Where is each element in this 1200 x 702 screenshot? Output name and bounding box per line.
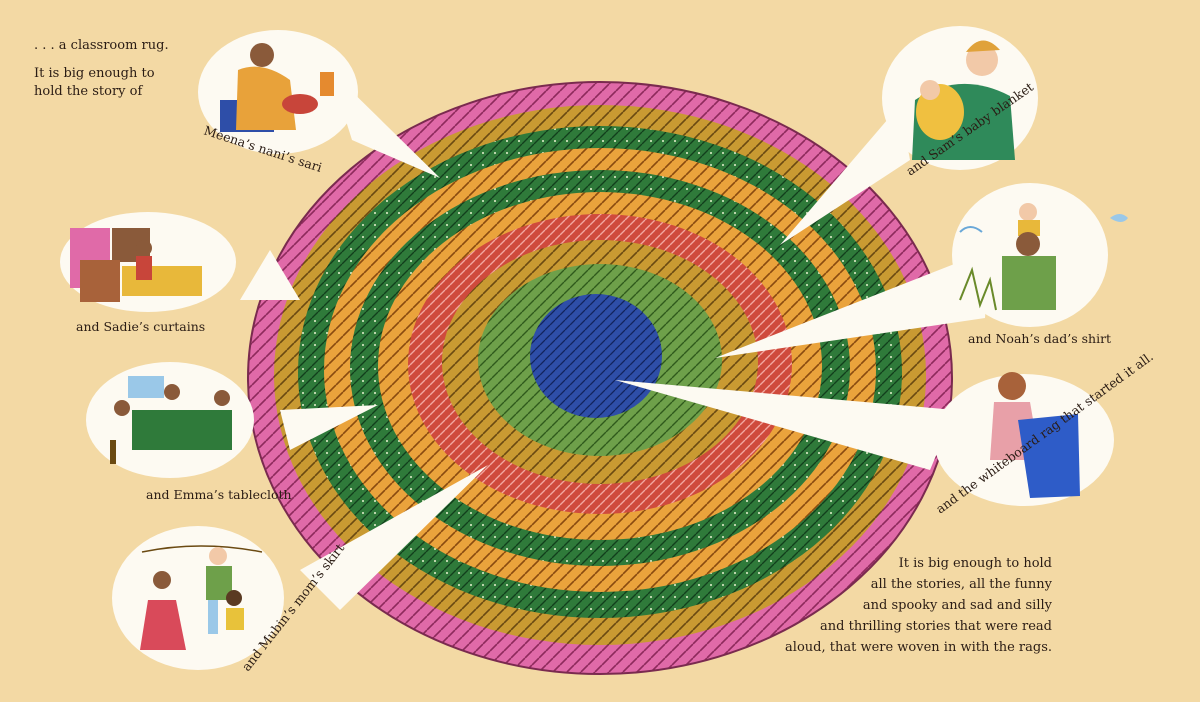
closing-paragraph: It is big enough to hold all the stories…	[785, 553, 1052, 658]
caption-noah: and Noah’s dad’s shirt	[968, 331, 1111, 346]
closing-line: and thrilling stories that were read	[820, 619, 1052, 634]
bubble-mubin	[112, 526, 284, 670]
intro-line-1: . . . a classroom rug.	[34, 38, 169, 53]
intro-text: . . . a classroom rug. It is big enough …	[34, 37, 169, 111]
bubble-emma	[86, 362, 254, 478]
closing-line: aloud, that were woven in with the rags.	[785, 640, 1052, 655]
caption-emma: and Emma’s tablecloth	[146, 487, 292, 502]
story-bubble-tails	[240, 70, 990, 610]
closing-line: and spooky and sad and silly	[862, 598, 1052, 613]
bubble-meena	[198, 30, 358, 154]
intro-line-2a: It is big enough to	[34, 66, 155, 81]
bubble-sadie	[60, 212, 236, 312]
closing-line: all the stories, all the funny	[870, 577, 1052, 592]
closing-line: It is big enough to hold	[898, 556, 1052, 571]
caption-sadie: and Sadie’s curtains	[76, 319, 205, 334]
intro-line-2b: hold the story of	[34, 84, 143, 99]
bubble-whiteboard	[934, 372, 1114, 506]
bubble-noah	[952, 183, 1128, 327]
bubble-sam	[882, 26, 1038, 170]
